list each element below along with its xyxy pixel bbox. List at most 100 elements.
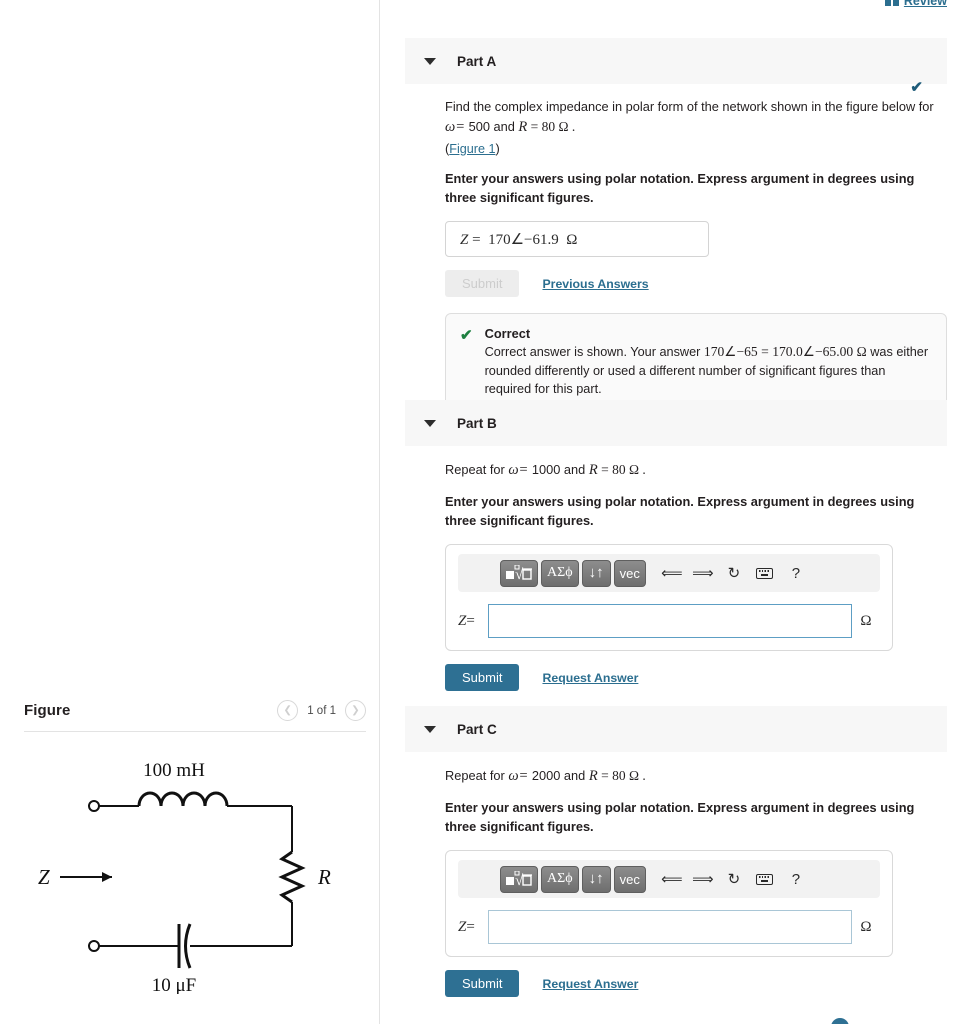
- problem-pane: Review Part A ✔ Find the complex impedan…: [381, 0, 955, 1024]
- part-b-answer-unit: Ω: [860, 612, 872, 629]
- part-a-feedback-body: Correct Correct answer is shown. Your an…: [485, 326, 932, 399]
- redo-icon[interactable]: ⟹: [692, 871, 714, 889]
- redo-icon[interactable]: ⟹: [692, 565, 714, 583]
- capacitor-plate-right: [184, 923, 192, 969]
- chevron-right-icon[interactable]: ❯: [345, 700, 366, 721]
- check-icon: ✔: [460, 327, 473, 345]
- part-c-header[interactable]: Part C: [405, 706, 947, 752]
- part-b-request-answer-link[interactable]: Request Answer: [542, 670, 639, 685]
- keyboard-icon[interactable]: [751, 873, 779, 885]
- figure-panel: Figure ❮ 1 of 1 ❯ 100 mH: [24, 700, 366, 996]
- part-b-answer-widget: √ ΑΣϕ ↓↑ vec ⟸ ⟹ ↻ ? Z: [445, 544, 893, 652]
- part-c-answer-widget: √ ΑΣϕ ↓↑ vec ⟸ ⟹ ↻ ? Z: [445, 850, 893, 958]
- keyboard-icon[interactable]: [751, 567, 779, 579]
- part-c-entry-var: Z: [458, 918, 467, 935]
- next-part-indicator-icon: [831, 1018, 849, 1024]
- part-a-title: Part A: [457, 53, 497, 69]
- template-radical-key[interactable]: √: [500, 559, 538, 587]
- figure-1-link[interactable]: Figure 1: [449, 141, 496, 156]
- part-c-resistor-eq: = 80 Ω .: [597, 768, 646, 783]
- check-icon: ✔: [910, 79, 923, 96]
- part-b-actions: Submit Request Answer: [445, 664, 947, 692]
- figure-pagination: ❮ 1 of 1 ❯: [277, 700, 366, 721]
- part-b-prompt-mid: 1000 and: [528, 462, 589, 477]
- greek-symbols-key[interactable]: ΑΣϕ: [541, 559, 579, 587]
- template-radical-glyph: √: [506, 870, 532, 888]
- part-b-prompt: Repeat for ω= 1000 and R = 80 Ω .: [445, 460, 945, 481]
- help-icon[interactable]: ?: [791, 564, 801, 582]
- part-b: Part B Repeat for ω= 1000 and R = 80 Ω .…: [405, 400, 947, 692]
- caret-down-icon[interactable]: [424, 419, 436, 427]
- part-b-submit-button[interactable]: Submit: [445, 664, 520, 692]
- part-a-feedback: ✔ Correct Correct answer is shown. Your …: [445, 313, 947, 413]
- previous-answers-link[interactable]: Previous Answers: [542, 276, 649, 291]
- part-a-submit-button[interactable]: Submit: [445, 270, 520, 298]
- bottom-terminal-node: [88, 940, 100, 952]
- resistor-label-text: R: [317, 865, 331, 889]
- arrows-key[interactable]: ↓↑: [581, 559, 611, 587]
- impedance-label-text: Z: [38, 865, 50, 889]
- part-a-resistor-eq: = 80 Ω .: [527, 118, 576, 134]
- figure-panel-header: Figure ❮ 1 of 1 ❯: [24, 700, 366, 732]
- part-b-instruction: Enter your answers using polar notation.…: [445, 494, 915, 528]
- svg-text:√: √: [515, 567, 524, 582]
- part-c-submit-button[interactable]: Submit: [445, 970, 520, 998]
- part-a-feedback-text: Correct answer is shown. Your answer 170…: [485, 342, 932, 399]
- caret-down-icon[interactable]: [424, 57, 436, 65]
- part-b-entry-row: Z= Ω: [458, 604, 880, 639]
- review-link-label: Review: [903, 0, 947, 8]
- part-b-answer-input[interactable]: [488, 604, 852, 639]
- part-b-header[interactable]: Part B: [405, 400, 947, 446]
- undo-icon[interactable]: ⟸: [661, 871, 683, 889]
- top-terminal-node: [88, 800, 100, 812]
- reset-icon[interactable]: ↻: [727, 565, 741, 583]
- feedback-text-before: Correct answer is shown. Your answer: [484, 345, 704, 360]
- undo-icon[interactable]: ⟸: [661, 565, 683, 583]
- part-c-actions: Submit Request Answer: [445, 970, 947, 998]
- part-b-resistor-var: R: [588, 462, 598, 478]
- part-a-instruction: Enter your answers using polar notation.…: [445, 171, 915, 205]
- part-c: Part C Repeat for ω= 2000 and R = 80 Ω .…: [405, 706, 947, 998]
- part-a-actions: Submit Previous Answers: [445, 270, 947, 298]
- part-a-body: Find the complex impedance in polar form…: [405, 84, 947, 413]
- part-b-body: Repeat for ω= 1000 and R = 80 Ω . Enter …: [405, 446, 947, 692]
- part-c-prompt-mid: 2000 and: [528, 768, 589, 783]
- reset-icon[interactable]: ↻: [727, 871, 741, 889]
- part-a-omega: ω=: [445, 118, 466, 135]
- part-c-entry-eq: =: [466, 918, 475, 935]
- template-radical-key[interactable]: √: [500, 865, 538, 893]
- vector-key[interactable]: vec: [613, 865, 646, 893]
- vector-key[interactable]: vec: [613, 559, 646, 587]
- part-b-entry-label: Z=: [458, 613, 488, 630]
- greek-symbols-key[interactable]: ΑΣϕ: [541, 865, 579, 893]
- part-c-request-answer-link[interactable]: Request Answer: [542, 976, 639, 991]
- part-a-answer-value: 170∠−61.9: [488, 231, 559, 248]
- part-b-title: Part B: [457, 415, 497, 431]
- part-c-answer-input[interactable]: [488, 910, 852, 945]
- figure-counter: 1 of 1: [307, 704, 336, 717]
- arrows-key[interactable]: ↓↑: [581, 865, 611, 893]
- feedback-math: 170∠−65 = 170.0∠−65.00 Ω: [703, 344, 867, 360]
- part-c-prompt: Repeat for ω= 2000 and R = 80 Ω .: [445, 766, 945, 787]
- circuit-diagram: 100 mH R: [24, 754, 366, 996]
- part-c-body: Repeat for ω= 2000 and R = 80 Ω . Enter …: [405, 752, 947, 998]
- part-a-header[interactable]: Part A ✔: [405, 38, 947, 96]
- part-c-instruction: Enter your answers using polar notation.…: [445, 800, 915, 834]
- part-b-resistor-eq: = 80 Ω .: [597, 462, 646, 477]
- part-a-answer-field[interactable]: Z = 170∠−61.9 Ω: [445, 221, 709, 258]
- part-c-math-toolbar: √ ΑΣϕ ↓↑ vec ⟸ ⟹ ↻ ?: [458, 860, 880, 899]
- part-c-entry-row: Z= Ω: [458, 910, 880, 945]
- help-icon[interactable]: ?: [791, 870, 801, 888]
- chevron-left-icon[interactable]: ❮: [277, 700, 299, 721]
- part-b-omega: ω=: [508, 462, 529, 478]
- review-link[interactable]: Review: [884, 0, 947, 8]
- part-c-omega: ω=: [508, 768, 529, 784]
- caret-down-icon[interactable]: [424, 725, 436, 733]
- part-a-figure-ref: (Figure 1): [445, 140, 500, 156]
- part-b-prompt-prefix: Repeat for: [445, 462, 509, 477]
- part-a-answer-unit: Ω: [566, 231, 578, 248]
- figure-sidebar: Figure ❮ 1 of 1 ❯ 100 mH: [0, 0, 380, 1024]
- bars-icon: [884, 0, 899, 6]
- impedance-arrow-head: [102, 872, 112, 882]
- part-a: Part A ✔ Find the complex impedance in p…: [405, 38, 947, 413]
